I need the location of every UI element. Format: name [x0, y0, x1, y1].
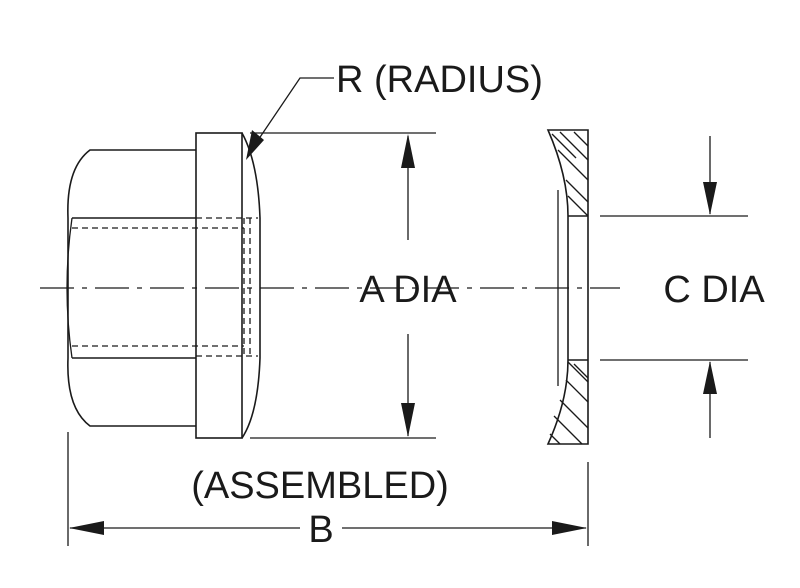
c-dia-label: C DIA — [663, 269, 765, 311]
hidden-bore-lines — [72, 217, 258, 357]
c-dia-dimension: C DIA — [600, 136, 765, 438]
seal-ring-section — [546, 129, 589, 445]
radius-label: R (RADIUS) — [336, 59, 543, 101]
b-assembled-dimension: (ASSEMBLED) B — [67, 432, 589, 551]
radius-callout: R (RADIUS) — [246, 59, 543, 160]
assembled-label: (ASSEMBLED) — [191, 465, 449, 507]
flange — [195, 132, 261, 439]
a-dia-dimension: A DIA — [250, 132, 457, 439]
b-label: B — [308, 509, 333, 551]
a-dia-label: A DIA — [359, 269, 457, 311]
